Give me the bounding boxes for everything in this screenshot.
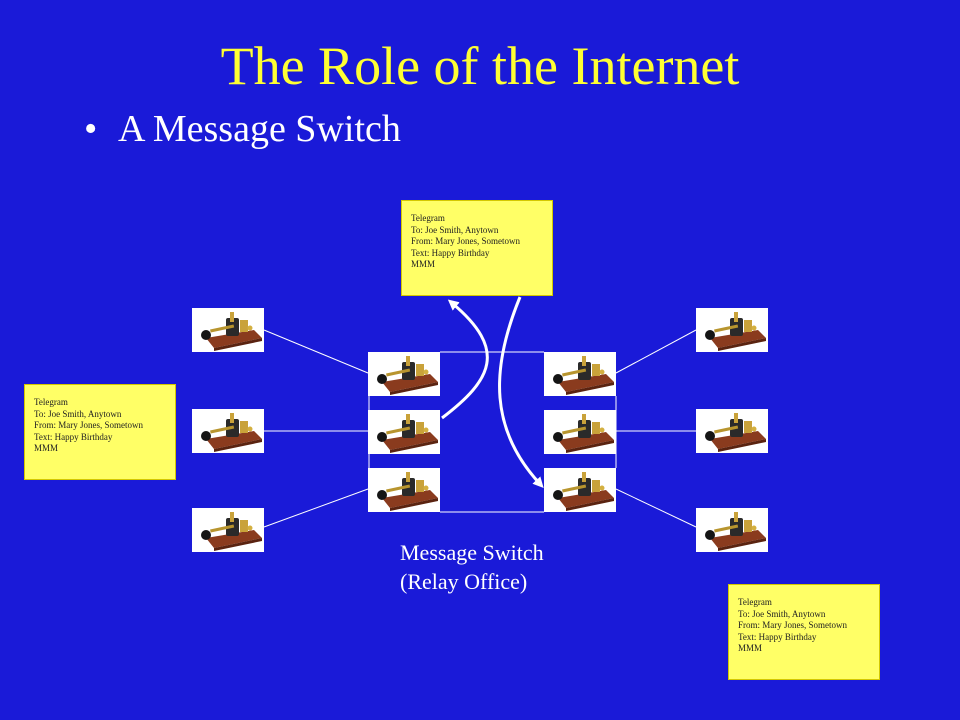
telegram-line: To: Joe Smith, Anytown: [411, 224, 499, 235]
message-path-arrow: [498, 296, 544, 488]
telegram-line: From: Mary Jones, Sometown: [34, 420, 143, 430]
telegram-note-top: Telegram To: Joe Smith, Anytown From: Ma…: [401, 200, 553, 296]
telegram-line: MMM: [411, 259, 436, 269]
telegram-note-left: Telegram To: Joe Smith, Anytown From: Ma…: [24, 384, 176, 480]
telegram-line: Text: Happy Birthday: [738, 631, 817, 642]
telegraph-key-icon: [192, 409, 264, 453]
link-line: [263, 329, 369, 374]
message-path-arrow: [441, 299, 489, 420]
telegraph-key-icon: [544, 468, 616, 512]
telegram-line: Telegram: [34, 397, 68, 407]
telegram-line: Telegram: [411, 213, 445, 223]
bullet-dot: •: [84, 108, 98, 150]
telegram-line: MMM: [738, 643, 763, 653]
telegraph-key-icon: [368, 352, 440, 396]
telegram-line: From: Mary Jones, Sometown: [411, 236, 520, 246]
telegraph-key-icon: [192, 508, 264, 552]
page-title: The Role of the Internet: [220, 36, 740, 96]
telegram-line: To: Joe Smith, Anytown: [738, 608, 826, 619]
telegraph-key-icon: [544, 352, 616, 396]
telegraph-key-icon: [696, 508, 768, 552]
telegraph-key-icon: [192, 308, 264, 352]
telegraph-key-icon: [368, 468, 440, 512]
telegraph-key-icon: [696, 308, 768, 352]
link-line: [615, 329, 697, 374]
link-line: [615, 488, 697, 528]
bullet-item: • A Message Switch: [84, 106, 401, 152]
telegram-line: Telegram: [738, 597, 772, 607]
telegraph-key-icon: [544, 410, 616, 454]
telegram-line: From: Mary Jones, Sometown: [738, 620, 847, 630]
telegram-note-bottom-right: Telegram To: Joe Smith, Anytown From: Ma…: [728, 584, 880, 680]
telegraph-key-icon: [368, 410, 440, 454]
telegram-line: To: Joe Smith, Anytown: [34, 408, 122, 419]
link-line: [263, 488, 369, 528]
telegraph-key-icon: [696, 409, 768, 453]
telegram-line: Text: Happy Birthday: [411, 247, 490, 258]
telegram-line: Text: Happy Birthday: [34, 431, 113, 442]
switch-caption: Message Switch (Relay Office): [400, 538, 544, 596]
caption-line-1: Message Switch: [400, 540, 544, 565]
caption-line-2: (Relay Office): [400, 569, 528, 594]
bullet-text: A Message Switch: [118, 108, 401, 150]
telegram-line: MMM: [34, 443, 59, 453]
